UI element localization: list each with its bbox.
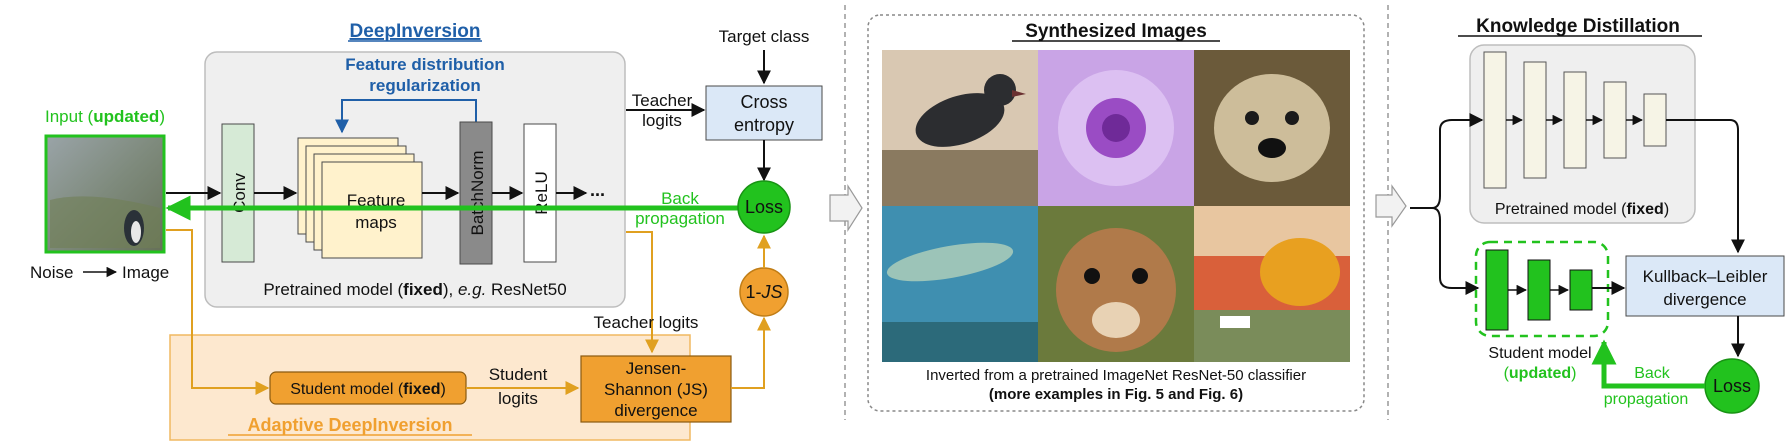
input-image-penguin-belly bbox=[131, 221, 141, 243]
deepinversion-panel: DeepInversion Feature distribution regul… bbox=[30, 21, 823, 441]
kd-kl-label-line2: divergence bbox=[1663, 290, 1746, 309]
input-label: Input (updated) bbox=[45, 107, 165, 126]
student-model-fixed-label: Student model (fixed) bbox=[290, 381, 446, 398]
synth-image-landscape-trees bbox=[1260, 238, 1340, 306]
relu-label: ReLU bbox=[532, 171, 551, 214]
synth-image-flower-core bbox=[1102, 114, 1130, 142]
cross-entropy-label-line2: entropy bbox=[734, 115, 794, 135]
kd-teacher-layer-5 bbox=[1643, 93, 1667, 147]
student-logits-line1: Student bbox=[489, 365, 548, 384]
feature-reg-label-line1: Feature distribution bbox=[345, 55, 505, 74]
arrow-image-to-student bbox=[166, 229, 270, 395]
kd-teacher-to-kl-arrow bbox=[1666, 119, 1745, 254]
synthesized-images-title: Synthesized Images bbox=[1025, 21, 1207, 42]
kd-student-label-line1: Student model bbox=[1488, 345, 1591, 362]
feature-maps-label-line1: Feature bbox=[347, 191, 406, 210]
synth-image-bird-beak bbox=[1012, 90, 1026, 97]
kd-back-propagation-arrow bbox=[1591, 339, 1705, 389]
flow-chevron-left bbox=[829, 183, 863, 233]
synth-image-squirrel-face bbox=[1056, 228, 1176, 352]
synth-image-dog-eye-right bbox=[1285, 111, 1299, 125]
js-divergence-line1: Jensen- bbox=[626, 359, 686, 378]
loss-node bbox=[737, 180, 791, 234]
synth-image-landscape-boat bbox=[1220, 316, 1250, 328]
deepinversion-title: DeepInversion bbox=[350, 21, 481, 42]
synth-image-squirrel-eye-left bbox=[1084, 268, 1100, 284]
relu-layer bbox=[523, 123, 557, 263]
knowledge-distillation-panel: Knowledge Distillation Pretrained model … bbox=[1410, 16, 1785, 414]
kd-input-to-student-arrow bbox=[1431, 207, 1480, 295]
arrow-js-to-one-minus-js bbox=[731, 316, 771, 389]
back-propagation-label-line1: Back bbox=[661, 189, 699, 208]
image-label: Image bbox=[122, 263, 169, 282]
kd-teacher-layer-1 bbox=[1483, 51, 1507, 189]
input-image-ground bbox=[50, 196, 160, 248]
cross-entropy-label-line1: Cross bbox=[740, 92, 787, 112]
pretrained-model-caption: Pretrained model (fixed), e.g. ResNet50 bbox=[263, 280, 566, 299]
kd-kl-divergence-box bbox=[1625, 255, 1785, 317]
synth-image-fish-body bbox=[886, 242, 1014, 282]
kd-loss-label: Loss bbox=[1713, 376, 1751, 396]
teacher-logits-top-line1: Teacher bbox=[632, 91, 693, 110]
kd-input-to-teacher-arrow bbox=[1410, 113, 1484, 209]
ellipsis-label: ... bbox=[590, 180, 605, 200]
kd-kl-label-line1: Kullback–Leibler bbox=[1643, 267, 1768, 286]
js-divergence-line2: Shannon (JS) bbox=[604, 380, 708, 399]
target-class-label: Target class bbox=[719, 27, 810, 46]
synth-image-fish-water bbox=[882, 322, 1038, 362]
feature-reg-label-line2: regularization bbox=[369, 76, 480, 95]
synth-image-landscape-water bbox=[1194, 310, 1350, 362]
kd-student-layer-3 bbox=[1569, 269, 1593, 311]
synth-image-dog-face bbox=[1214, 74, 1330, 182]
kd-teacher-layer-3 bbox=[1563, 71, 1587, 169]
feature-maps-label-line2: maps bbox=[355, 213, 397, 232]
adaptive-deepinversion-title: Adaptive DeepInversion bbox=[247, 415, 452, 435]
kd-teacher-layer-2 bbox=[1523, 61, 1547, 179]
synth-image-dog-eye-left bbox=[1245, 111, 1259, 125]
kd-student-layer-1 bbox=[1485, 249, 1509, 331]
feature-reg-arrow bbox=[335, 99, 477, 134]
synth-image-bird-body bbox=[915, 93, 1005, 147]
one-minus-js-label: 1-JS bbox=[745, 282, 782, 302]
synth-image-bird-head bbox=[984, 74, 1016, 106]
back-propagation-label-line2: propagation bbox=[635, 209, 725, 228]
synthesized-caption-line2: (more examples in Fig. 5 and Fig. 6) bbox=[989, 386, 1243, 403]
noise-label: Noise bbox=[30, 263, 73, 282]
synthesized-caption-line1: Inverted from a pretrained ImageNet ResN… bbox=[926, 367, 1306, 384]
js-divergence-box bbox=[580, 355, 732, 423]
synth-image-squirrel-eye-right bbox=[1132, 268, 1148, 284]
synth-image-bird-ground bbox=[882, 150, 1038, 206]
teacher-logits-top-line2: logits bbox=[642, 111, 682, 130]
kd-back-propagation-line2: propagation bbox=[1604, 391, 1689, 408]
kd-pretrained-caption: Pretrained model (fixed) bbox=[1495, 201, 1669, 218]
student-logits-line2: logits bbox=[498, 389, 538, 408]
arrow-teacher-logits-to-js bbox=[626, 231, 659, 354]
synth-image-dog-nose bbox=[1258, 138, 1286, 158]
synth-image-squirrel-muzzle bbox=[1092, 302, 1140, 338]
knowledge-distillation-title: Knowledge Distillation bbox=[1476, 16, 1680, 37]
conv-layer bbox=[221, 123, 255, 263]
conv-label: Conv bbox=[230, 173, 249, 213]
synthesized-images-panel: Synthesized Images bbox=[867, 14, 1365, 412]
kd-student-layer-2 bbox=[1527, 259, 1551, 321]
cross-entropy-box bbox=[705, 85, 823, 141]
batchnorm-label: BatchNorm bbox=[468, 150, 487, 235]
kd-student-label-line2: (updated) bbox=[1504, 365, 1577, 382]
loss-label: Loss bbox=[745, 197, 783, 217]
flow-chevron-right bbox=[1375, 184, 1407, 228]
teacher-logits-bottom-label: Teacher logits bbox=[594, 313, 699, 332]
js-divergence-line3: divergence bbox=[614, 401, 697, 420]
kd-teacher-layer-4 bbox=[1603, 81, 1627, 159]
kd-back-propagation-line1: Back bbox=[1634, 365, 1671, 382]
